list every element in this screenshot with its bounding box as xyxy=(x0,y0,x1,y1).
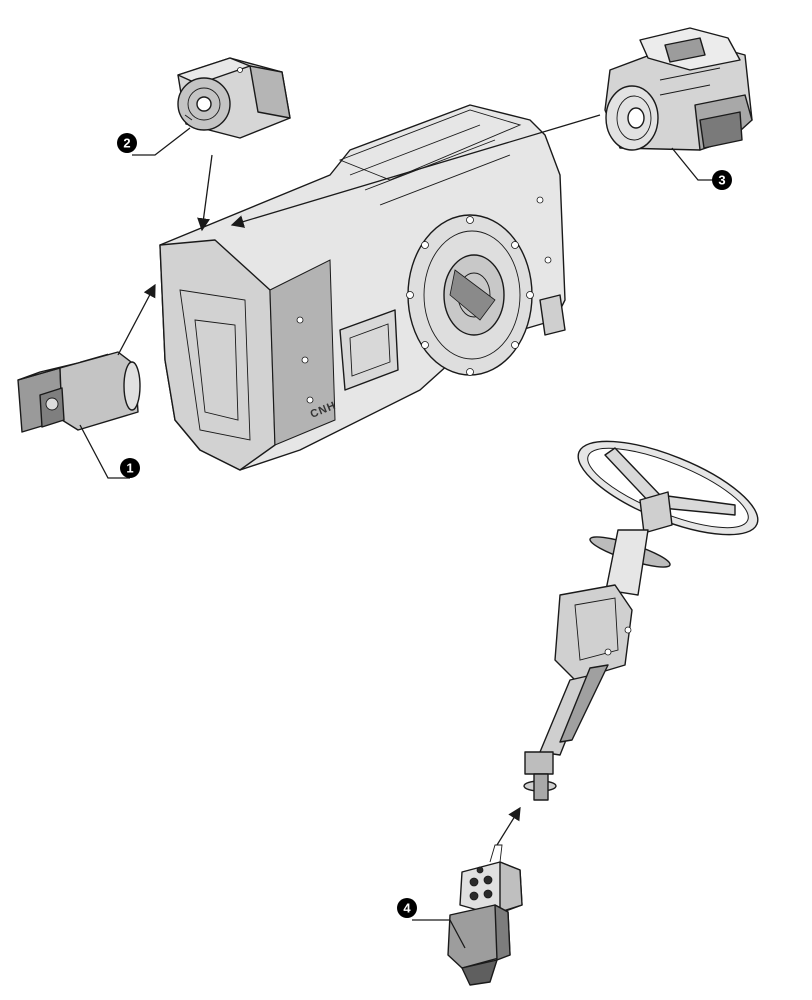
gear-pump-1 xyxy=(17,351,141,433)
callout-label: 1 xyxy=(126,461,133,476)
arrow-part-2-to-housing xyxy=(197,154,213,232)
assembly-arrows xyxy=(117,114,601,846)
callout-3: 3 xyxy=(712,170,732,190)
callout-2: 2 xyxy=(117,133,137,153)
callout-label: 4 xyxy=(403,901,411,916)
transmission-housing: CNH xyxy=(159,104,566,471)
arrow-part-1-to-housing xyxy=(117,283,156,356)
callout-leaders xyxy=(79,127,722,949)
steering-column xyxy=(523,440,759,801)
callout-badge xyxy=(120,458,140,478)
steering-motor-4 xyxy=(447,844,523,986)
callout-4: 4 xyxy=(397,898,417,918)
gear-pump-2 xyxy=(177,57,291,139)
callout-1: 1 xyxy=(120,458,140,478)
callout-badge xyxy=(712,170,732,190)
arrow-part-4-to-column xyxy=(496,806,521,846)
callout-badge xyxy=(117,133,137,153)
callout-label: 3 xyxy=(718,173,725,188)
arrow-part-3-to-housing xyxy=(230,114,601,228)
callout-badge xyxy=(397,898,417,918)
piston-pump-3 xyxy=(604,27,753,151)
callout-label: 2 xyxy=(123,136,130,151)
